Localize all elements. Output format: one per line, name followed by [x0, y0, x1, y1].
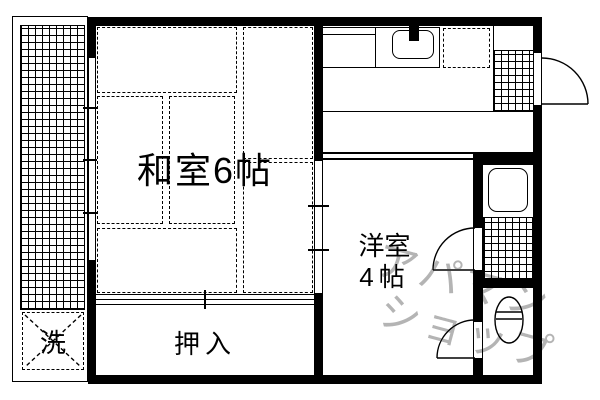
toilet-door-opening: [473, 322, 483, 358]
wall-bath-west: [473, 165, 483, 228]
wall-left-upper: [88, 17, 96, 58]
tatami-mat: [169, 96, 235, 224]
tatami-mat: [97, 27, 237, 93]
entrance-door-arc: [541, 57, 589, 105]
fusuma-tick: [308, 205, 329, 207]
counter-divider-line: [375, 27, 376, 68]
youshitsu-label-line1: 洋室: [358, 231, 411, 261]
fusuma-sliding-door: [314, 161, 323, 293]
oshiire-closet-label: 押入: [173, 329, 236, 359]
tatami-mat: [243, 162, 313, 293]
tatami-mat: [97, 228, 237, 293]
wall-bottom: [88, 375, 542, 384]
wall-washitsu-east-lower: [314, 293, 323, 375]
faucet-icon: [409, 25, 419, 41]
sink-icon: [392, 30, 434, 59]
counter-shelf-line: [322, 34, 375, 35]
toilet-icon: [494, 296, 524, 344]
genkan-step-line: [322, 111, 534, 112]
window-mullion-tick: [83, 107, 97, 109]
wall-left-lower: [88, 260, 96, 384]
refrigerator-slot: [443, 28, 490, 68]
laundry-label: 洗: [37, 322, 68, 360]
wall-bath-top: [473, 152, 542, 165]
bathroom-door-opening: [473, 228, 483, 270]
toilet-door-arc: [436, 319, 476, 359]
youshitsu-room-label: 洋室 4帖: [337, 231, 432, 293]
tatami-mat: [97, 96, 163, 224]
window-mullion-tick: [83, 159, 97, 161]
washing-machine-cross: [24, 314, 82, 368]
bathtub-icon: [488, 168, 528, 212]
balcony-grid: [20, 25, 85, 310]
bathroom-tile-floor: [483, 217, 533, 280]
fusuma-tick: [308, 249, 329, 251]
dk-partition-wall: [323, 152, 473, 160]
bathroom-door-arc: [432, 227, 476, 271]
closet-fusuma-tick: [204, 290, 206, 309]
wall-bath-west-lower: [473, 358, 483, 375]
wall-bath-west-mid: [473, 270, 483, 322]
tatami-mat: [243, 27, 313, 159]
washitsu-room-label: 和室6帖: [136, 150, 274, 191]
wall-washitsu-east-upper: [314, 26, 323, 161]
wall-right-upper: [533, 17, 542, 53]
window-mullion-tick: [83, 212, 97, 214]
wall-bath-toilet-divider: [483, 280, 542, 288]
wall-top: [88, 17, 542, 26]
wall-right-lower: [533, 105, 542, 384]
youshitsu-label-line2: 4帖: [359, 262, 410, 292]
